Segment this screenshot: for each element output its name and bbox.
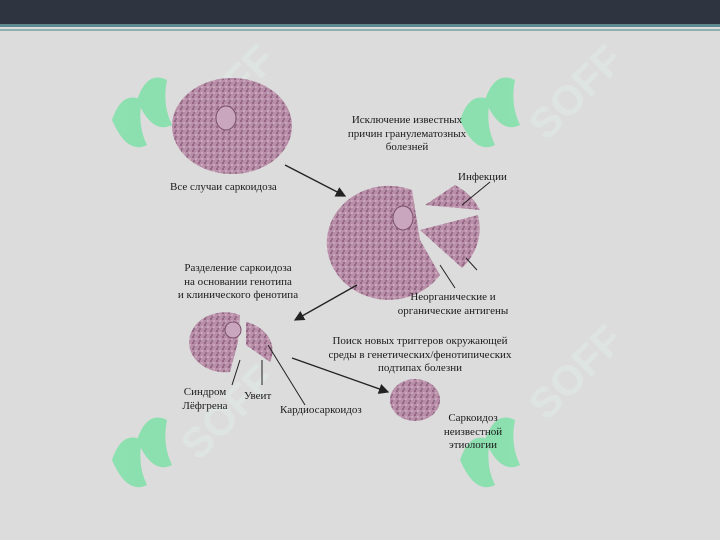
label-lofgren: Синдром Лёфгрена xyxy=(182,386,228,412)
watermark-logo: SOFF xyxy=(460,40,630,148)
top-bar xyxy=(0,0,720,24)
label-all-cases: Все случаи саркоидоза xyxy=(170,181,277,193)
cell-all-cases xyxy=(172,78,292,174)
pointer-infections xyxy=(461,181,491,206)
arrow-exclusion xyxy=(284,164,347,197)
arrow-separation xyxy=(293,284,358,321)
watermark-logo: SOFF xyxy=(460,316,632,488)
label-infections: Инфекции xyxy=(458,171,507,183)
label-cardiosarcoidosis: Кардиосаркоидоз xyxy=(280,404,362,416)
top-accent-line xyxy=(0,24,720,27)
label-search-triggers: Поиск новых триггеров окружающей среды в… xyxy=(328,335,512,374)
arrow-search xyxy=(291,357,390,394)
label-exclusion: Исключение известных причин гранулематоз… xyxy=(347,114,467,153)
label-separation: Разделение саркоидоза на основании генот… xyxy=(177,262,299,301)
label-uveitis: Увеит xyxy=(244,390,272,402)
pointer-lofgren xyxy=(231,359,241,386)
pointer-inorganic xyxy=(439,264,456,289)
watermark-logo: SOFF xyxy=(112,356,282,488)
label-inorganic-antigens: Неорганические и органические антигены xyxy=(397,291,509,317)
label-unknown-etiology: Саркоидоз неизвестной этиологии xyxy=(443,412,503,451)
top-accent-line-thin xyxy=(0,29,720,31)
cell-subtypes xyxy=(189,312,273,373)
cell-after-exclusion xyxy=(326,185,480,300)
cell-unknown-etiology xyxy=(390,379,440,421)
pointer-inorganic-2 xyxy=(465,257,478,271)
pointer-cardio xyxy=(267,344,306,406)
